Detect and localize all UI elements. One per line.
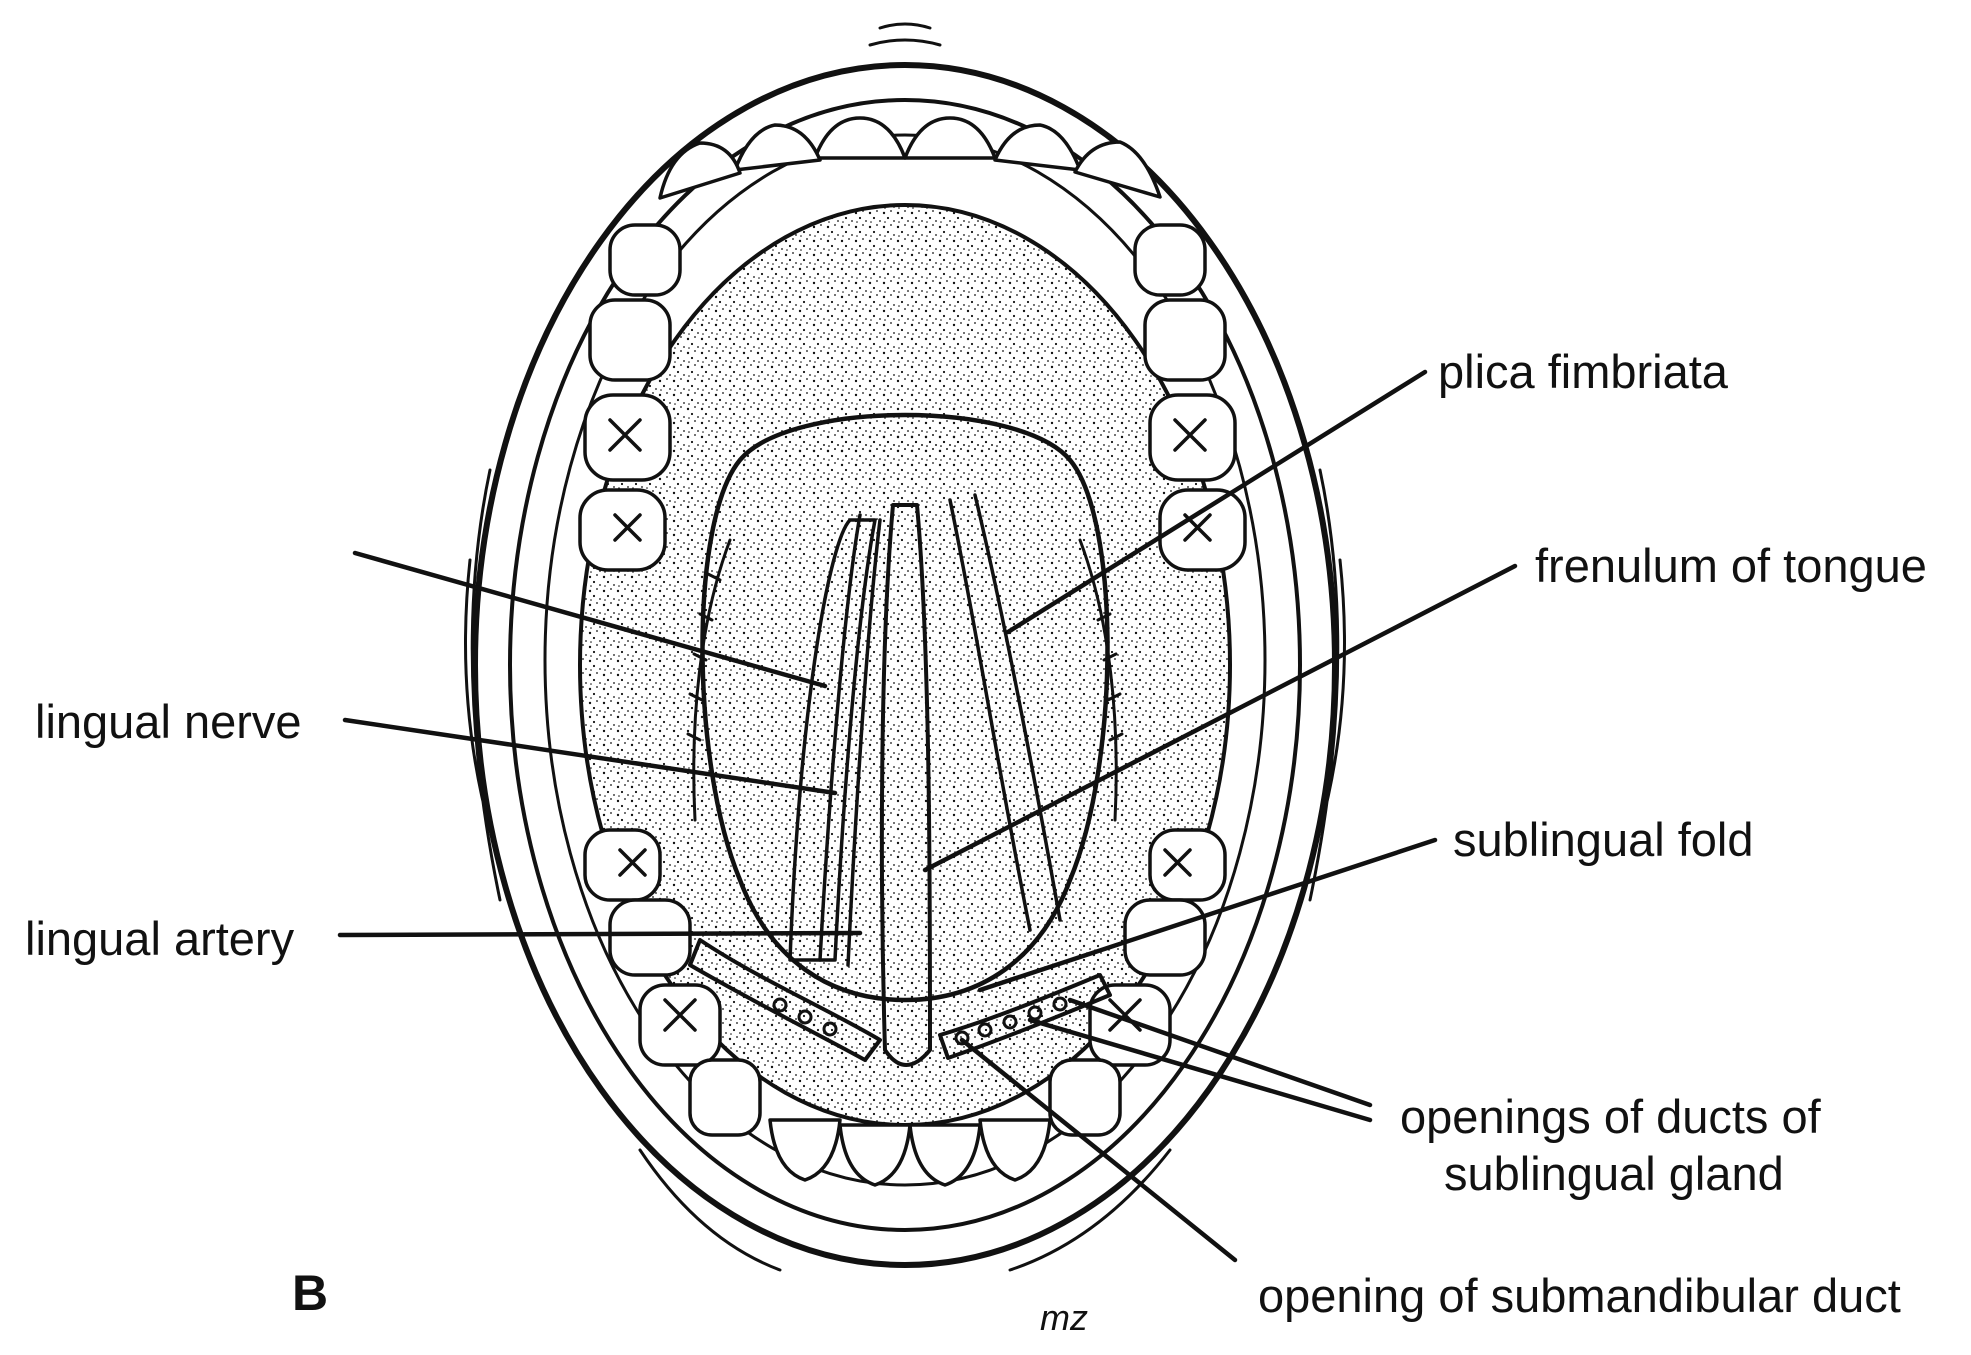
leader-lingual-nerve-upper [352, 550, 828, 689]
label-openings-ducts-line2: sublingual gland [1444, 1147, 1784, 1200]
frenulum-structure [879, 503, 932, 1067]
duct-openings-left [772, 997, 838, 1037]
upper-teeth [578, 116, 1247, 572]
upper-gum-ridge [543, 133, 1267, 1187]
sublingual-fold-right [938, 973, 1112, 1060]
cheek-contour-left [464, 468, 502, 902]
leader-submandibular-duct [959, 1037, 1238, 1263]
leader-lines [337, 369, 1518, 1263]
artist-signature: mz [1040, 1297, 1088, 1338]
oral-cavity-illustration [464, 22, 1346, 1272]
left-sublingual-region [788, 518, 877, 962]
duct-openings-right [977, 996, 1068, 1038]
lingual-artery-vessel [846, 518, 882, 967]
leader-openings-ducts-b [1027, 1017, 1373, 1123]
leader-openings-ducts-a [1067, 997, 1373, 1108]
submandibular-duct-opening [954, 1030, 970, 1046]
label-lingual-nerve: lingual nerve [35, 695, 302, 748]
tongue-outline [700, 412, 1110, 1003]
leader-frenulum [922, 563, 1518, 873]
lip-folds-top [868, 22, 942, 47]
cheek-contour-right [1308, 468, 1346, 902]
label-sublingual-fold: sublingual fold [1453, 813, 1754, 866]
lower-teeth [583, 828, 1227, 1187]
left-fimbriated-edge [686, 538, 732, 822]
labels: plica fimbriata frenulum of tongue lingu… [25, 345, 1927, 1338]
lip-folds-bottom [638, 1148, 1172, 1272]
label-lingual-artery: lingual artery [25, 912, 295, 965]
lingual-nerve-vessel [818, 513, 862, 962]
leader-plica-fimbriata [1005, 369, 1428, 635]
label-frenulum-of-tongue: frenulum of tongue [1535, 539, 1927, 592]
label-plica-fimbriata: plica fimbriata [1438, 345, 1729, 398]
inner-lip-outline [508, 98, 1302, 1232]
panel-letter: B [292, 1265, 328, 1321]
label-openings-ducts-line1: openings of ducts of [1400, 1090, 1822, 1143]
sublingual-fold-left [688, 938, 882, 1062]
plica-fimbriata-fold [948, 493, 1062, 932]
leader-sublingual-fold [977, 837, 1438, 993]
leader-lingual-artery [337, 930, 863, 938]
label-opening-submandibular-duct: opening of submandibular duct [1258, 1269, 1901, 1322]
outer-lip-outline [472, 62, 1338, 1268]
tongue-underside-stipple [760, 432, 1050, 470]
leader-lingual-nerve [342, 717, 838, 796]
